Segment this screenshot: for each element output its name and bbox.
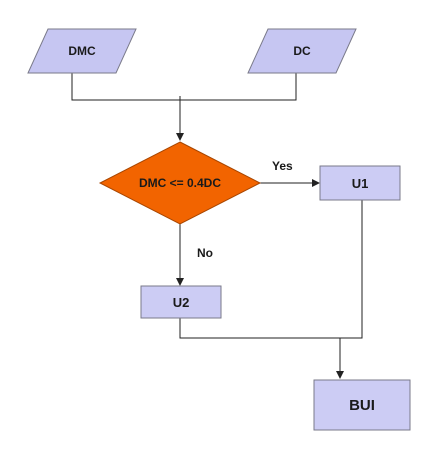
output-bui: BUI <box>313 379 411 431</box>
process-u1-label: U1 <box>352 176 369 191</box>
process-u2: U2 <box>140 285 222 319</box>
no-branch-label: No <box>197 246 213 260</box>
process-u2-shape <box>140 285 222 319</box>
input-dmc-label: DMC <box>68 44 96 58</box>
yes-branch-label: Yes <box>272 159 293 173</box>
process-u1: U1 <box>319 165 401 201</box>
connector-u1-to-join <box>340 200 363 339</box>
output-bui-shape <box>313 379 411 431</box>
connector-u2-to-join <box>179 318 340 339</box>
decision-condition-label: DMC <= 0.4DC <box>139 176 221 190</box>
process-u2-label: U2 <box>173 295 190 310</box>
input-dc-label: DC <box>293 44 311 58</box>
input-dmc-shape <box>27 28 137 74</box>
process-u1-shape <box>319 165 401 201</box>
connector-dmc-to-merge <box>71 73 180 101</box>
decision-shape <box>98 141 262 225</box>
output-bui-label: BUI <box>349 397 375 414</box>
input-dc: DC <box>247 28 357 74</box>
input-dmc: DMC <box>27 28 137 74</box>
connector-dc-to-merge <box>180 73 297 101</box>
input-dc-shape <box>247 28 357 74</box>
decision-node: DMC <= 0.4DC <box>98 141 262 225</box>
